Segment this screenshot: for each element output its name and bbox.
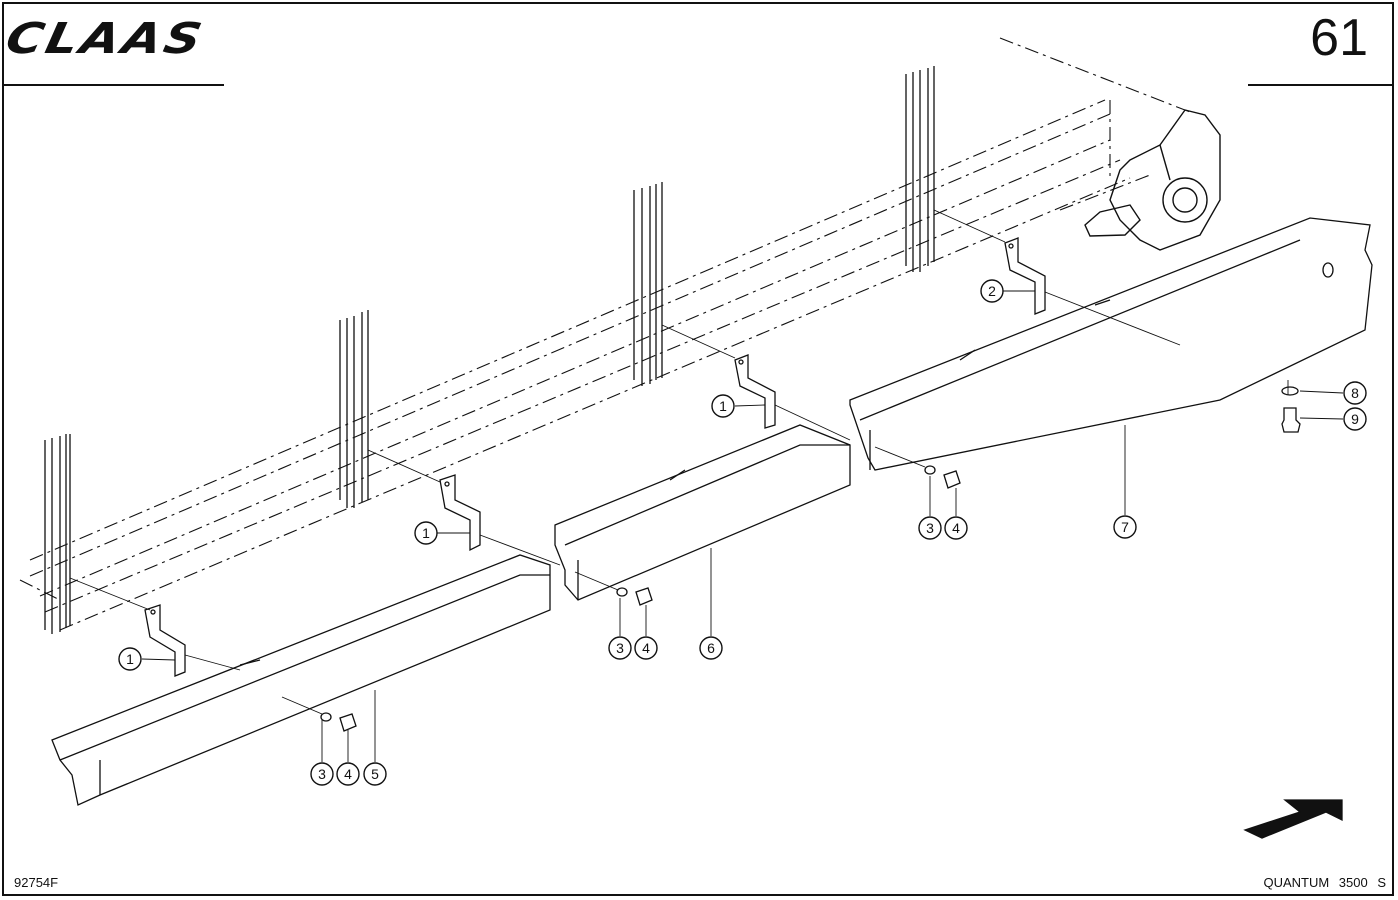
frame-post-2 <box>339 310 369 508</box>
callout-4-middle: 4 <box>634 636 658 660</box>
callout-2: 2 <box>980 279 1004 303</box>
frame-post-4 <box>905 66 935 272</box>
phantom-frame <box>19 37 1191 631</box>
callout-6: 6 <box>699 636 723 660</box>
callout-label: 7 <box>1121 519 1129 535</box>
frame-post-1 <box>44 434 71 634</box>
cover-6 <box>554 424 851 601</box>
direction-arrow <box>1243 799 1343 839</box>
callout-3-left: 3 <box>310 762 334 786</box>
callout-label: 3 <box>616 640 624 656</box>
cover-5 <box>51 554 551 806</box>
header-rule-right <box>1248 84 1394 86</box>
frame-post-3 <box>633 182 663 386</box>
model-name: QUANTUM 3500 S <box>1263 875 1386 890</box>
callout-label: 8 <box>1351 385 1359 401</box>
washer-bolt-set-left <box>320 712 357 732</box>
drawing-id: 92754F <box>14 875 59 890</box>
callout-1b: 1 <box>414 521 438 545</box>
callout-9: 9 <box>1343 407 1367 431</box>
callout-5: 5 <box>363 762 387 786</box>
callout-label: 9 <box>1351 411 1359 427</box>
callout-7: 7 <box>1113 515 1137 539</box>
callout-label: 4 <box>952 520 960 536</box>
callout-4-left: 4 <box>336 762 360 786</box>
bracket-1-second <box>439 474 481 552</box>
callout-label: 4 <box>642 640 650 656</box>
bracket-1-third <box>734 354 776 429</box>
callout-label: 3 <box>318 766 326 782</box>
callout-8: 8 <box>1343 381 1367 405</box>
washer-bolt-set-right <box>924 465 961 489</box>
callout-label: 1 <box>126 651 134 667</box>
callout-label: 3 <box>926 520 934 536</box>
leader-lines <box>69 209 1344 762</box>
washer-bolt-set-middle <box>616 587 653 606</box>
gearbox <box>1084 109 1221 251</box>
callout-label: 2 <box>988 283 996 299</box>
callout-1a: 1 <box>118 647 142 671</box>
bracket-2 <box>1004 237 1046 315</box>
callout-label: 1 <box>422 525 430 541</box>
page-number: 61 <box>1310 9 1368 67</box>
callout-label: 5 <box>371 766 379 782</box>
bracket-1-left <box>144 604 186 677</box>
washer-bolt-set-far-right <box>1281 386 1301 433</box>
callout-label: 4 <box>344 766 352 782</box>
header-rule-left <box>4 84 224 86</box>
callout-label: 1 <box>719 398 727 414</box>
cover-7 <box>849 217 1373 471</box>
callout-3-middle: 3 <box>608 636 632 660</box>
callout-label: 6 <box>707 640 715 656</box>
callout-4-right: 4 <box>944 516 968 540</box>
callout-3-right: 3 <box>918 516 942 540</box>
callout-1c: 1 <box>711 394 735 418</box>
